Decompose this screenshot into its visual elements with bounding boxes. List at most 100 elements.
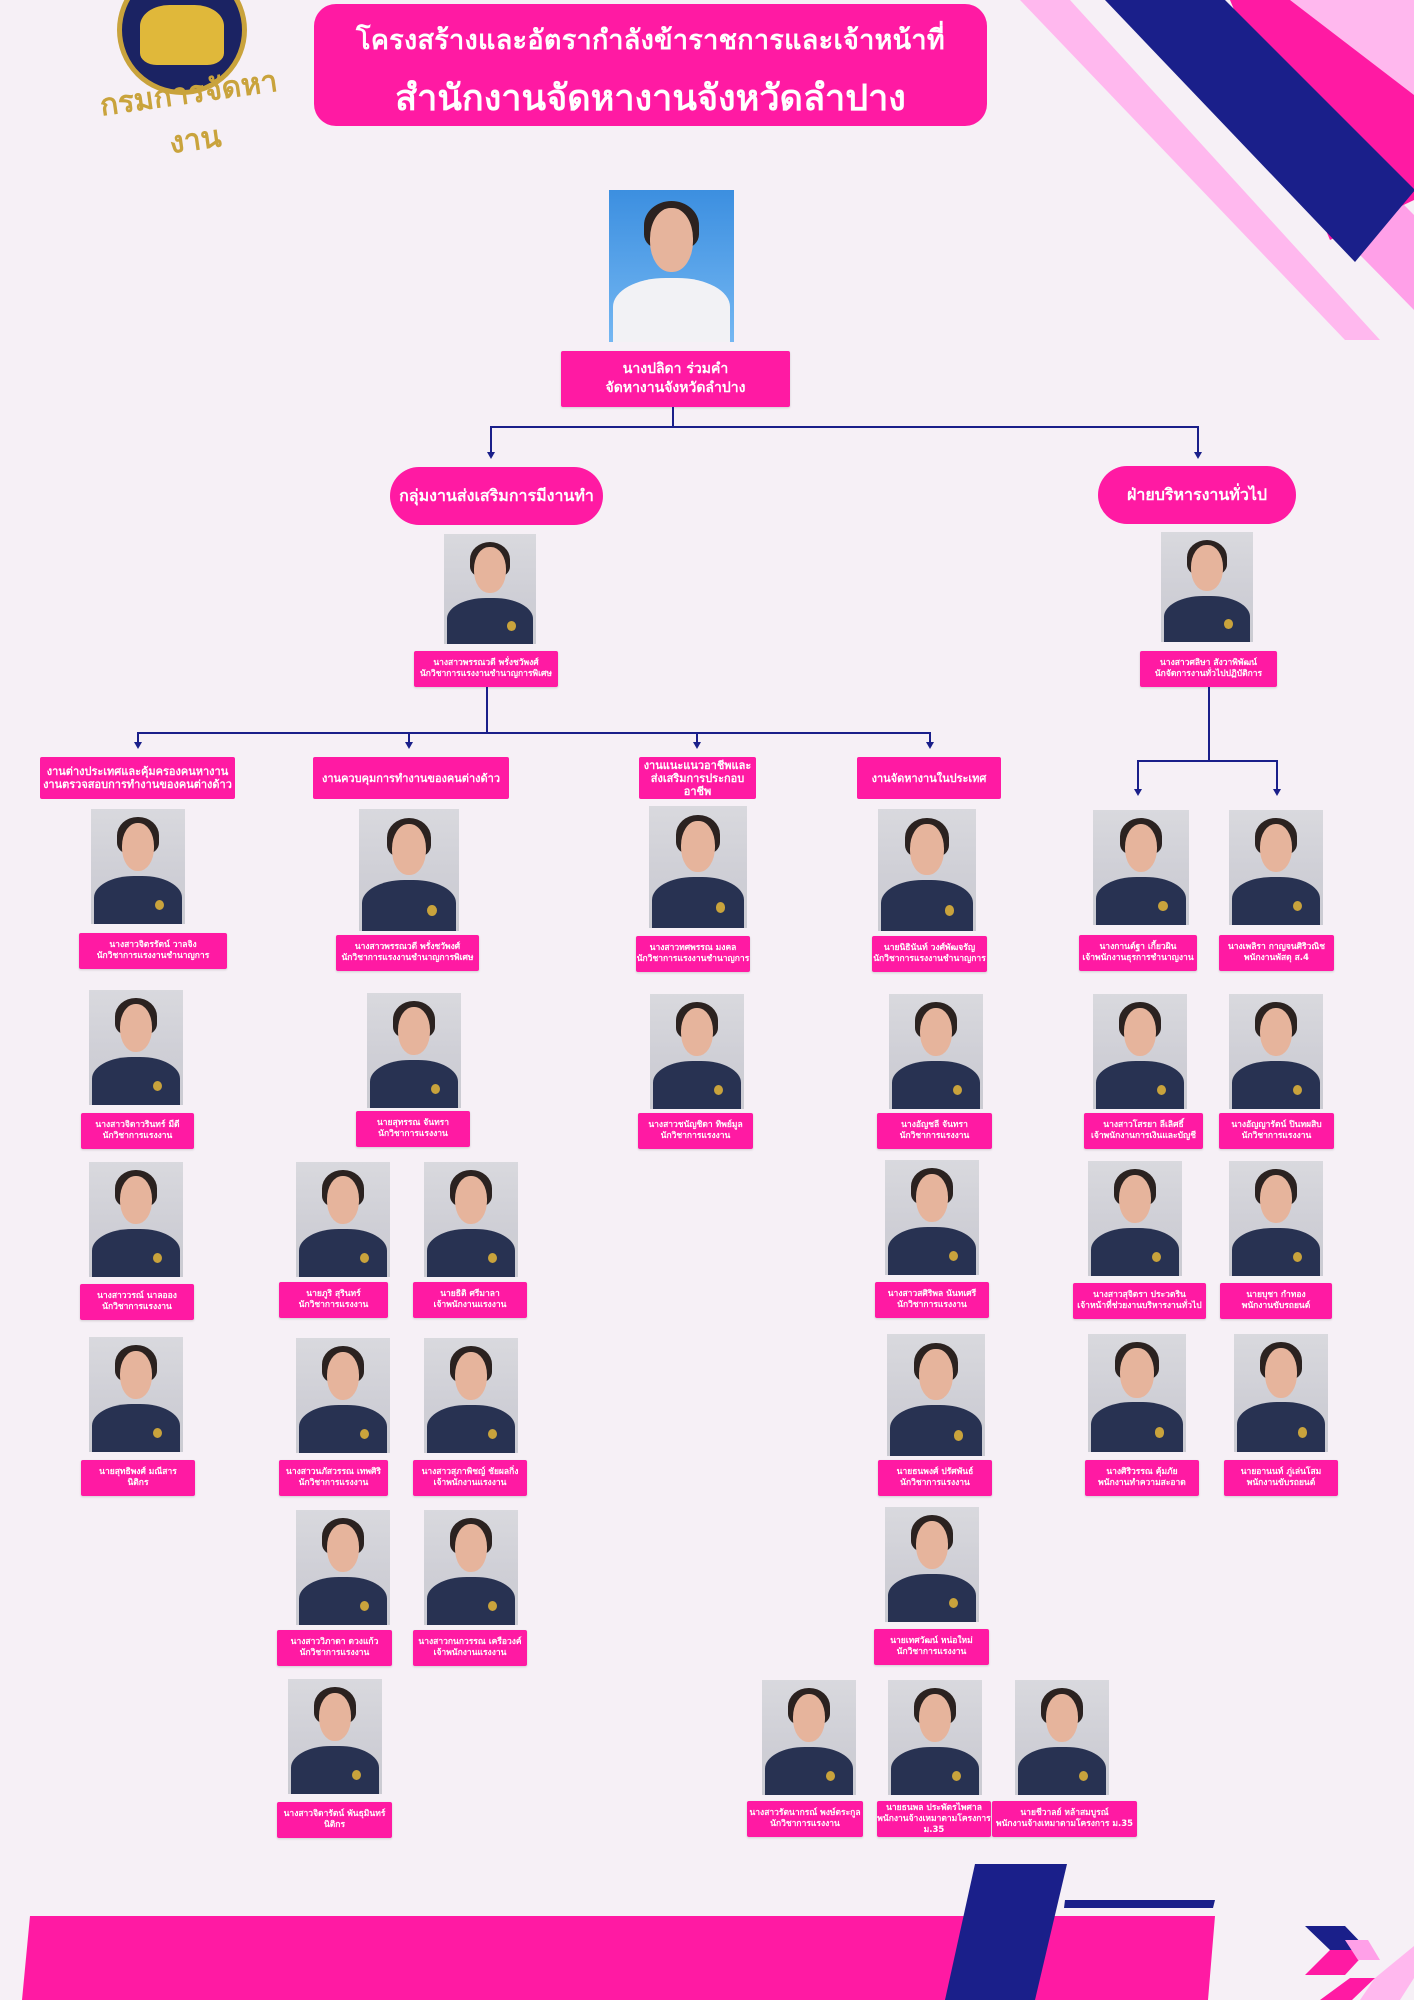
staff-title: นักวิชาการแรงงาน [299, 1648, 370, 1658]
staff-name: นายภูริ สุรินทร์ [306, 1289, 361, 1299]
staff-photo [1093, 994, 1187, 1109]
staff-title: นักวิชาการแรงงานชำนาญการพิเศษ [341, 953, 474, 963]
staff-label: นายเทศวัฒน์ หน่อใหม่นักวิชาการแรงงาน [874, 1629, 989, 1665]
staff-label: นายบุชา กำทองพนักงานขับรถยนต์ [1220, 1283, 1332, 1319]
staff-title: นักวิชาการแรงงาน [896, 1647, 967, 1657]
staff-label: นางสาวสศิริพล นันทเศรีนักวิชาการแรงงาน [875, 1282, 989, 1318]
staff-label: นางสาวสุจิตรา ประวตรินเจ้าหน้าที่ช่วยงาน… [1073, 1283, 1206, 1319]
staff-photo [1015, 1680, 1109, 1795]
staff-label: นางสาวจิตรรัตน์ วาลจิงนักวิชาการแรงงานชำ… [79, 933, 227, 969]
logo: กรมการจัดหางาน [85, 0, 295, 161]
staff-title: นักวิชาการแรงงาน [770, 1819, 840, 1829]
staff-name: นางสาวนภัสวรรณ เทพศิริ [286, 1467, 381, 1477]
staff-name: นางสาวโสรยา ลีเลิศธิ์ [1103, 1120, 1184, 1130]
staff-photo [885, 1507, 979, 1622]
staff-name: นางสาวพรรณวดี พรั่งชวัพงศ์ [354, 942, 461, 952]
staff-name: นางสาวสุจิตรา ประวตริน [1093, 1290, 1186, 1300]
staff-title: นักวิชาการแรงงาน [102, 1131, 173, 1141]
staff-photo [288, 1679, 382, 1794]
staff-photo [1093, 810, 1189, 925]
staff-name: นายชีวาลย์ หล้าสมบูรณ์ [1020, 1808, 1109, 1818]
staff-name: นางสาววิภาดา ดวงแก้ว [290, 1637, 379, 1647]
staff-photo [91, 809, 185, 924]
staff-name: นางสาววรณ์ นาลออง [97, 1291, 177, 1301]
staff-photo [89, 1337, 183, 1452]
staff-title: นักวิชาการแรงงาน [897, 1300, 967, 1310]
staff-title: เจ้าพนักงานแรงงาน [433, 1300, 507, 1310]
staff-photo [296, 1338, 390, 1453]
staff-name: นางกานต์ฐา เกี้ยวผิน [1099, 942, 1177, 952]
staff-photo [887, 1334, 985, 1456]
staff-label: นางสาวจิดาวรินทร์ มีดีนักวิชาการแรงงาน [81, 1113, 194, 1149]
staff-photo [89, 1162, 183, 1277]
staff-name: นางสาวทศพรรณ มงคล [649, 943, 737, 953]
staff-label: นางสาวพรรณวดี พรั่งชวัพงศ์นักวิชาการแรงง… [336, 935, 479, 971]
staff-name: นางสาวสุภาพิชญ์ ชัยผลกิ่ง [421, 1467, 519, 1477]
staff-photo [1229, 810, 1323, 925]
staff-title: นักวิชาการแรงงานชำนาญการ [636, 954, 750, 964]
staff-photo [424, 1338, 518, 1453]
staff-label: นางสาวจิดารัตน์ พันธุมินทร์นิติกร [277, 1802, 392, 1838]
staff-label: นายภูริ สุรินทร์นักวิชาการแรงงาน [279, 1282, 388, 1318]
section-foreign-worker-control: งานควบคุมการทำงานของคนต่างด้าว [313, 757, 509, 799]
group-employment: กลุ่มงานส่งเสริมการมีงานทำ [390, 467, 603, 525]
staff-photo [1229, 994, 1323, 1109]
staff-name: นางสาวสศิริพล นันทเศรี [887, 1289, 977, 1299]
staff-photo [888, 1680, 982, 1795]
decor-top-right [1020, 0, 1414, 340]
section-overseas: งานต่างประเทศและคุ้มครองคนหางานงานตรวจสอ… [40, 757, 235, 799]
staff-name: นายสุทรรณ จันทรา [376, 1118, 450, 1128]
director-name: นางปลิดา ร่วมคำ [622, 361, 729, 377]
staff-label: นางสาววรณ์ นาลอองนักวิชาการแรงงาน [80, 1284, 194, 1320]
staff-title: เจ้าพนักงานธุรการชำนาญงาน [1082, 953, 1194, 963]
staff-title: พนักงานจ้างเหมาตามโครงการ ม.35 [995, 1819, 1134, 1829]
staff-name: นางสาวชนัญชิดา ทิพย์มูล [648, 1120, 743, 1130]
staff-photo [885, 1160, 979, 1275]
staff-label: นายชีวาลย์ หล้าสมบูรณ์พนักงานจ้างเหมาตาม… [992, 1801, 1137, 1837]
staff-title: นักวิชาการแรงงาน [660, 1131, 731, 1141]
head-employment-photo [444, 534, 536, 644]
staff-title: นักวิชาการแรงงาน [102, 1302, 172, 1312]
staff-label: นายสุทธิพงศ์ มณีสารนิติกร [81, 1460, 195, 1496]
staff-name: นายธนพล ประพัตรไพศาล [886, 1802, 982, 1813]
head-admin-photo [1161, 532, 1253, 642]
staff-name: นางสาวรัตนากรณ์ พงษ์ตระกูล [749, 1808, 861, 1818]
director-photo [609, 190, 734, 342]
page-title: โครงสร้างและอัตรากำลังข้าราชการและเจ้าหน… [314, 4, 987, 126]
staff-name: นางอัญญารัตน์ ปินทผสิบ [1231, 1120, 1322, 1130]
staff-name: นางอัญชลี จันทรา [901, 1120, 968, 1130]
staff-label: นางสาวโสรยา ลีเลิศธิ์เจ้าพนักงานการเงินแ… [1084, 1113, 1203, 1149]
staff-title: นักวิชาการแรงงาน [298, 1300, 369, 1310]
staff-photo [296, 1162, 390, 1277]
staff-label: นางสาวรัตนากรณ์ พงษ์ตระกูลนักวิชาการแรงง… [747, 1801, 863, 1837]
staff-label: นายธนพล ประพัตรไพศาลพนักงานจ้างเหมาตามโค… [877, 1801, 991, 1837]
staff-name: นายเทศวัฒน์ หน่อใหม่ [890, 1636, 973, 1646]
staff-title: พนักงานทำความสะอาด [1098, 1478, 1186, 1488]
staff-name: นางเพลิรา กาญจนศิริวณิช [1227, 942, 1326, 952]
staff-label: นายธนพงศ์ ปรัศพันธ์นักวิชาการแรงงาน [878, 1460, 992, 1496]
staff-label: นางกานต์ฐา เกี้ยวผินเจ้าพนักงานธุรการชำน… [1079, 935, 1197, 971]
staff-name: นายธนพงศ์ ปรัศพันธ์ [896, 1467, 974, 1477]
staff-name: นางสาวจิดาวรินทร์ มีดี [95, 1120, 180, 1130]
staff-photo [424, 1510, 518, 1625]
staff-photo [89, 990, 183, 1105]
director-label: นางปลิดา ร่วมคำ จัดหางานจังหวัดลำปาง [561, 351, 790, 407]
staff-name: นายสุทธิพงศ์ มณีสาร [99, 1467, 177, 1477]
staff-name: นางสาวจิตรรัตน์ วาลจิง [109, 940, 197, 950]
staff-label: นายสุทรรณ จันทรานักวิชาการแรงงาน [356, 1111, 470, 1147]
staff-title: นักวิชาการแรงงาน [899, 1131, 970, 1141]
staff-label: นางอัญชลี จันทรานักวิชาการแรงงาน [877, 1113, 992, 1149]
staff-title: นักวิชาการแรงงานชำนาญการ [873, 954, 986, 964]
staff-title: เจ้าหน้าที่ช่วยงานบริหารงานทั่วไป [1077, 1301, 1202, 1311]
staff-title: พนักงานจ้างเหมาตามโครงการ ม.35 [877, 1813, 991, 1835]
staff-photo [296, 1510, 390, 1625]
section-domestic-employment: งานจัดหางานในประเทศ [857, 757, 1001, 799]
logo-text: กรมการจัดหางาน [97, 63, 280, 162]
staff-name: นายบุชา กำทอง [1246, 1290, 1306, 1300]
staff-label: นายธิติ ศรีมาลาเจ้าพนักงานแรงงาน [413, 1282, 527, 1318]
staff-title: นิติกร [323, 1820, 346, 1830]
staff-name: นายธิติ ศรีมาลา [440, 1289, 500, 1299]
head-employment-label: นางสาวพรรณวดี พรั่งชวัพงศ์นักวิชาการแรงง… [414, 651, 558, 687]
staff-photo [650, 994, 744, 1109]
staff-photo [649, 806, 747, 928]
